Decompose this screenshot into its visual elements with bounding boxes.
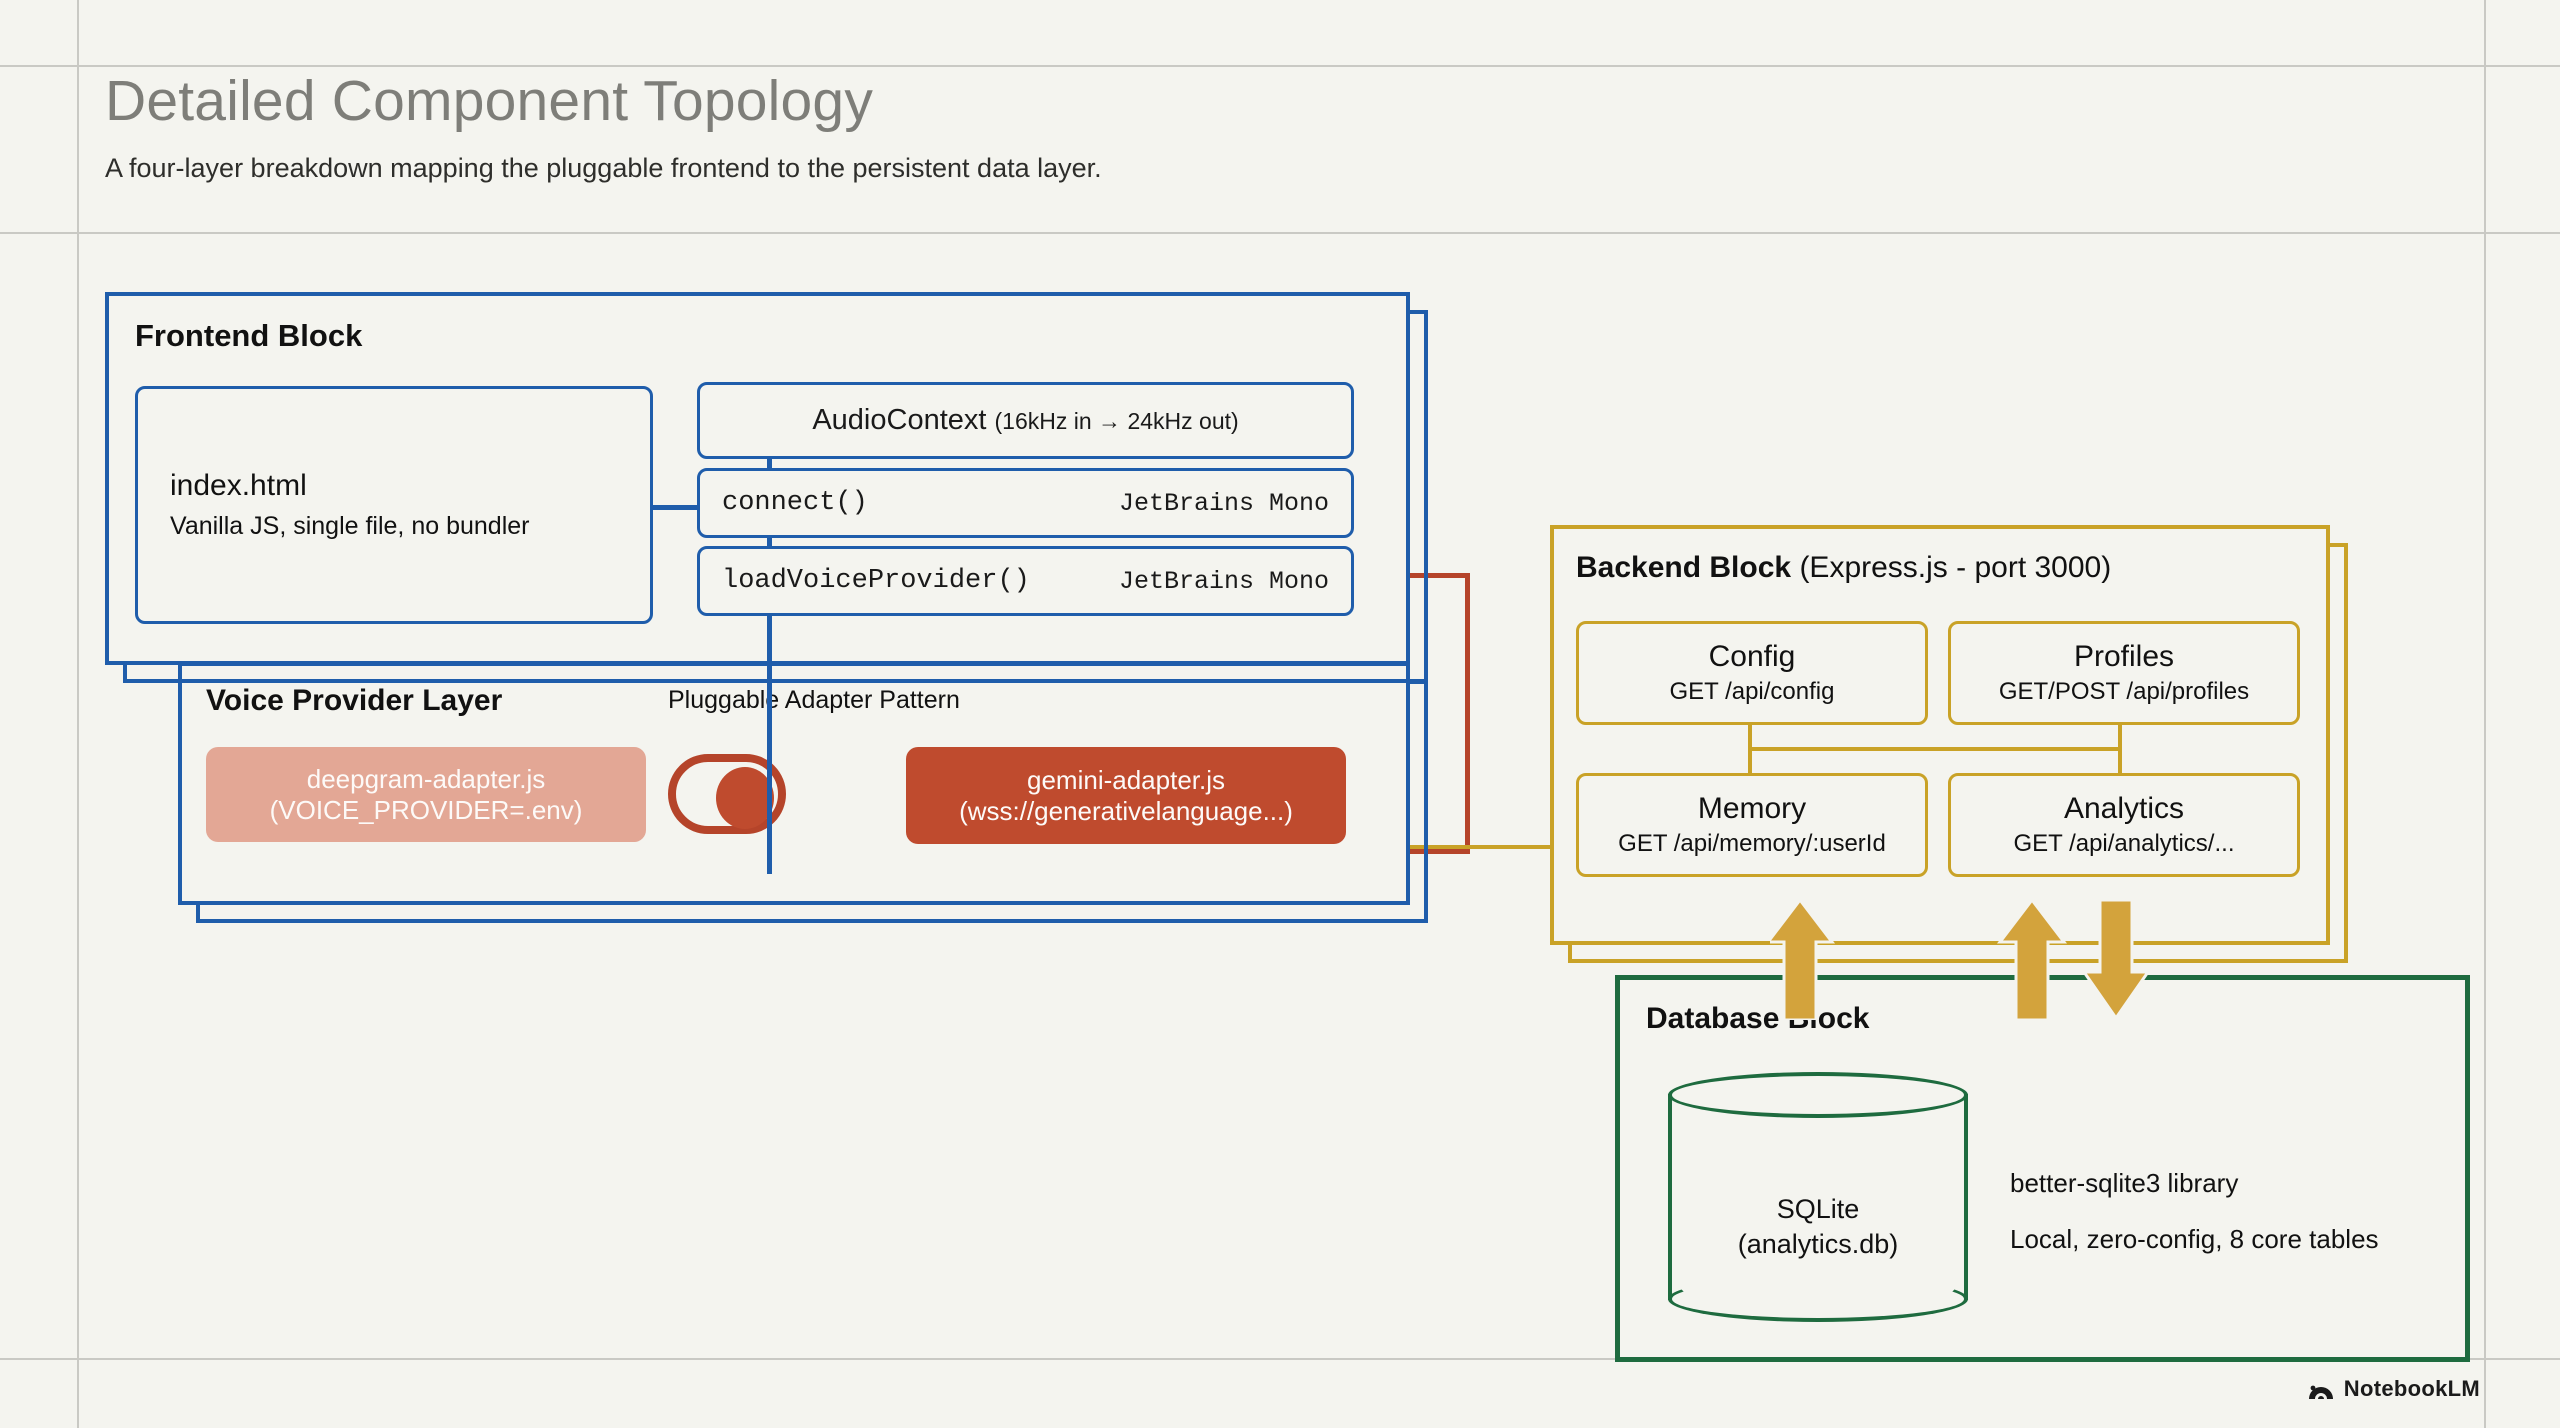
adapter-deepgram-name: deepgram-adapter.js xyxy=(306,763,546,794)
footer-brand: NotebookLM xyxy=(2307,1376,2480,1402)
sqlite-cylinder-bottom-cap xyxy=(1668,1276,1968,1322)
adapter-toggle-switch[interactable] xyxy=(668,754,786,834)
endpoint-box-profiles[interactable]: Profiles GET/POST /api/profiles xyxy=(1948,621,2300,725)
api-box-loadvoiceprovider-label: loadVoiceProvider() xyxy=(722,566,1030,596)
backend-block-title: Backend Block (Express.js - port 3000) xyxy=(1576,551,2111,585)
voice-provider-layer-title: Voice Provider Layer xyxy=(206,684,503,717)
index-html-box[interactable]: index.html Vanilla JS, single file, no b… xyxy=(135,386,653,624)
backend-block-title-text: Backend Block xyxy=(1576,551,1792,584)
endpoint-memory-name: Memory xyxy=(1697,792,1807,825)
database-note-1: better-sqlite3 library xyxy=(2010,1168,2239,1198)
api-box-audiocontext[interactable]: AudioContext (16kHz in → 24kHz out) xyxy=(697,382,1354,459)
database-notes: better-sqlite3 library Local, zero-confi… xyxy=(2010,1170,2379,1252)
api-box-connect[interactable]: connect() JetBrains Mono xyxy=(697,468,1354,538)
backend-link-profiles-v xyxy=(2118,725,2122,775)
adapter-card-deepgram[interactable]: deepgram-adapter.js (VOICE_PROVIDER=.env… xyxy=(206,747,646,842)
sqlite-cylinder-body xyxy=(1668,1094,1968,1300)
sqlite-file: (analytics.db) xyxy=(1737,1228,1899,1259)
frontend-block-title: Frontend Block xyxy=(135,318,363,353)
backend-block-face xyxy=(1550,525,2330,945)
api-box-loadvoiceprovider[interactable]: loadVoiceProvider() JetBrains Mono xyxy=(697,546,1354,616)
api-box-connect-detail: JetBrains Mono xyxy=(1118,488,1329,518)
api-box-loadvoiceprovider-detail: JetBrains Mono xyxy=(1118,566,1329,596)
backend-database-arrows xyxy=(1770,900,2151,1020)
endpoint-box-config[interactable]: Config GET /api/config xyxy=(1576,621,1928,725)
page-title: Detailed Component Topology xyxy=(105,69,874,133)
frontend-block: Frontend Block index.html Vanilla JS, si… xyxy=(105,292,1428,874)
adapter-card-gemini[interactable]: gemini-adapter.js (wss://generativelangu… xyxy=(906,747,1346,844)
adapter-gemini-name: gemini-adapter.js xyxy=(1027,764,1225,795)
arrow-up-2 xyxy=(1996,900,2068,1020)
adapter-deepgram-detail: (VOICE_PROVIDER=.env) xyxy=(269,794,583,825)
sqlite-cylinder[interactable]: SQLite (analytics.db) xyxy=(1668,1072,1968,1322)
pluggable-adapter-pattern-label: Pluggable Adapter Pattern xyxy=(668,686,960,714)
page-subtitle: A four-layer breakdown mapping the plugg… xyxy=(105,152,1102,183)
backend-link-horizontal xyxy=(1748,747,2122,751)
guide-line-horizontal-top xyxy=(0,65,2560,67)
connector-loadvoice-to-gemini-v xyxy=(1465,573,1470,853)
index-html-description: Vanilla JS, single file, no bundler xyxy=(170,512,530,540)
endpoint-config-name: Config xyxy=(1708,640,1796,673)
footer-brand-text: NotebookLM xyxy=(2343,1376,2480,1401)
endpoint-analytics-route: GET /api/analytics/... xyxy=(2013,830,2235,857)
frontend-bracket-vertical xyxy=(767,420,772,874)
endpoint-analytics-name: Analytics xyxy=(2063,792,2185,825)
api-box-audiocontext-detail: (16kHz in → 24kHz out) xyxy=(994,408,1239,434)
backend-block: Backend Block (Express.js - port 3000) C… xyxy=(1550,525,2348,963)
voice-provider-layer: Voice Provider Layer Pluggable Adapter P… xyxy=(178,662,1428,923)
index-html-name: index.html xyxy=(170,469,307,502)
database-block-title: Database Block xyxy=(1646,1002,1870,1035)
sqlite-cylinder-top-cap xyxy=(1668,1072,1968,1118)
arrow-up-1 xyxy=(1770,900,1836,1020)
sqlite-name: SQLite xyxy=(1776,1194,1860,1224)
database-note-2: Local, zero-config, 8 core tables xyxy=(2010,1224,2379,1254)
notebooklm-spiral-icon xyxy=(2308,1385,2333,1399)
api-box-audiocontext-label: AudioContext xyxy=(812,404,987,436)
guide-line-vertical-left xyxy=(77,0,79,1428)
adapter-gemini-detail: (wss://generativelanguage...) xyxy=(959,795,1293,826)
endpoint-box-analytics[interactable]: Analytics GET /api/analytics/... xyxy=(1948,773,2300,877)
database-block: Database Block SQLite (analytics.db) bet… xyxy=(1615,975,2470,1362)
header: Detailed Component Topology A four-layer… xyxy=(105,69,1102,184)
sqlite-cylinder-label: SQLite (analytics.db) xyxy=(1668,1192,1968,1261)
endpoint-profiles-name: Profiles xyxy=(2073,640,2175,673)
endpoint-config-route: GET /api/config xyxy=(1669,678,1835,705)
endpoint-box-memory[interactable]: Memory GET /api/memory/:userId xyxy=(1576,773,1928,877)
endpoint-profiles-route: GET/POST /api/profiles xyxy=(1998,678,2250,705)
arrow-down-1 xyxy=(2081,900,2151,1020)
endpoint-memory-route: GET /api/memory/:userId xyxy=(1618,830,1886,857)
adapter-toggle-knob xyxy=(716,767,774,829)
connector-voice-to-backend xyxy=(1400,845,1560,849)
guide-line-vertical-right xyxy=(2484,0,2486,1428)
guide-line-horizontal-mid xyxy=(0,232,2560,234)
api-box-connect-label: connect() xyxy=(722,488,868,518)
backend-block-title-detail: (Express.js - port 3000) xyxy=(1799,551,2112,584)
